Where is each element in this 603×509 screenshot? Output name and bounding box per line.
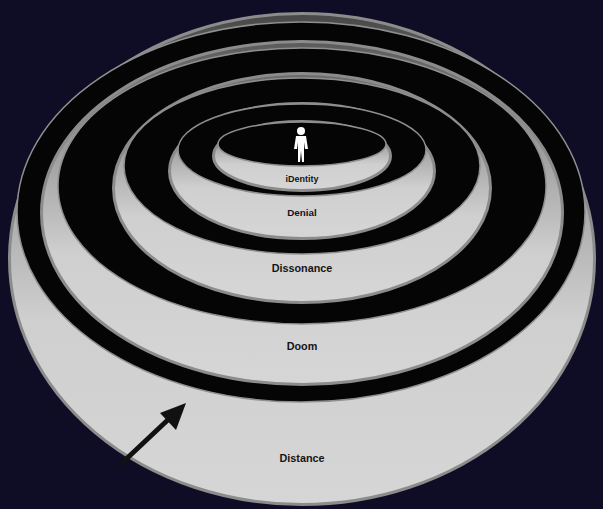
funnel-level: Dissonance Denial iDentity	[112, 72, 492, 304]
level-label: Distance	[8, 452, 596, 464]
funnel-level: Denial iDentity	[168, 102, 436, 240]
level-label: Dissonance	[112, 262, 492, 274]
level-label: Denial	[168, 207, 436, 218]
level-floor	[124, 78, 480, 254]
direction-arrow	[122, 403, 186, 463]
level-wall	[10, 14, 595, 505]
funnel-level: Distance Doom Dissonance Denial iDentity	[8, 12, 596, 506]
level-floor	[58, 48, 546, 324]
level-wall	[42, 42, 563, 385]
person-figure	[294, 127, 308, 162]
level-floor	[178, 104, 426, 196]
level-label: iDentity	[212, 174, 392, 184]
level-label: Doom	[40, 340, 564, 352]
level-floor	[17, 22, 585, 402]
funnel-level: Doom Dissonance Denial iDentity	[40, 40, 564, 386]
level-floor	[218, 122, 386, 166]
funnel-level: iDentity	[212, 120, 392, 192]
